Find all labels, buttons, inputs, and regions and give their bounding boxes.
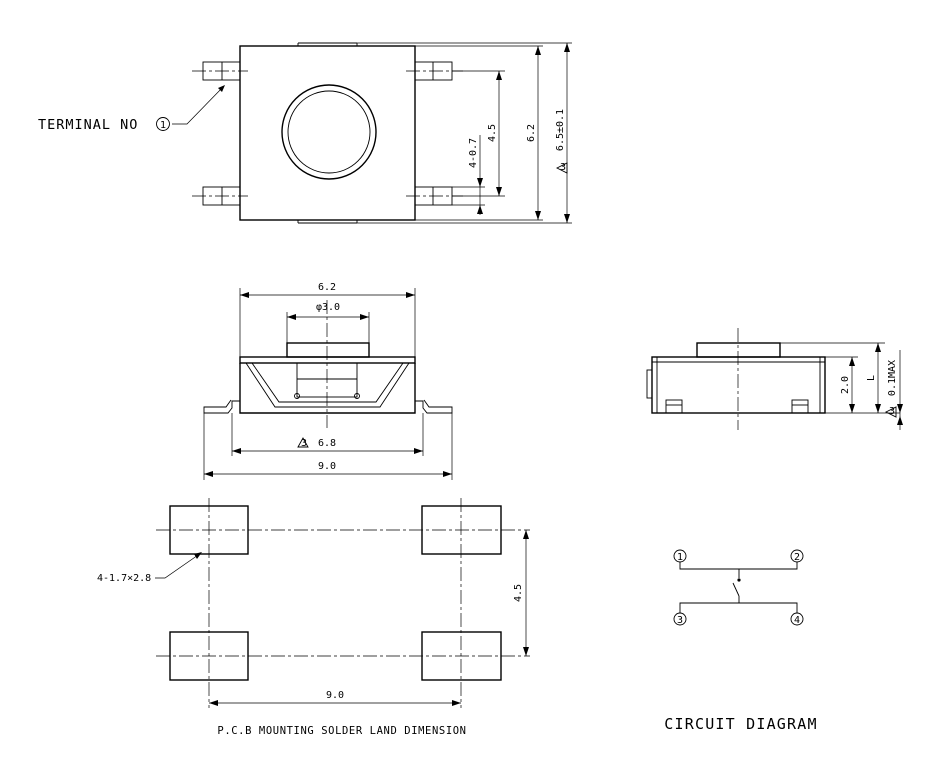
dim-line-pcb-vertical bbox=[523, 530, 529, 656]
circuit-diagram: 1 2 3 4 CIRCUIT DIAGRAM bbox=[664, 549, 817, 733]
dim-text-front-span: 6.8 bbox=[318, 438, 336, 449]
front-lead-left bbox=[203, 399, 240, 414]
dim-text-pcb-vertical: 4.5 bbox=[513, 584, 524, 602]
dim-text-front-overall: 9.0 bbox=[318, 461, 336, 472]
dim-line-pitch bbox=[496, 71, 502, 196]
front-housing bbox=[239, 363, 416, 414]
front-lead-right bbox=[415, 399, 453, 414]
front-view: 6.2 φ3.0 3 6.8 9.0 bbox=[203, 282, 453, 480]
dim-text-pitch: 4.5 bbox=[487, 124, 498, 142]
terminal-label: TERMINAL NO bbox=[38, 117, 138, 133]
svg-text:3: 3 bbox=[560, 162, 566, 173]
pcb-layout: 4.5 9.0 4-1.7×2.8 P.C.B MOUNTING SOLDER … bbox=[97, 498, 530, 737]
dim-text-pcb-horizontal: 9.0 bbox=[326, 690, 344, 701]
side-pad-left bbox=[665, 399, 683, 414]
svg-text:1: 1 bbox=[160, 120, 166, 131]
pin-1-label: 1 bbox=[677, 552, 683, 563]
tolerance-triangle-icon: 3 bbox=[555, 162, 568, 174]
dim-line-body bbox=[535, 46, 541, 220]
dim-line-overall bbox=[564, 43, 570, 223]
dim-line-side-flatness bbox=[897, 350, 903, 430]
dim-line-pcb-horizontal bbox=[209, 700, 461, 706]
dim-text-plunger: φ3.0 bbox=[316, 302, 340, 313]
side-plunger bbox=[696, 342, 781, 358]
dim-line-side-height bbox=[849, 357, 855, 413]
pad-leader-line bbox=[155, 552, 202, 579]
pcb-caption: P.C.B MOUNTING SOLDER LAND DIMENSION bbox=[217, 725, 466, 737]
switch-contact-icon bbox=[732, 582, 740, 597]
dim-line-front-overall bbox=[204, 471, 452, 477]
dim-line-terminal-width bbox=[477, 135, 483, 215]
dim-text-overall: 6.5±0.1 bbox=[555, 109, 566, 151]
top-plunger-inner bbox=[287, 90, 371, 174]
circuit-top-wire bbox=[679, 562, 798, 570]
dim-line-side-length bbox=[875, 343, 881, 413]
top-view: 4.5 4-0.7 6.2 3 6.5±0.1 TERMINAL NO bbox=[38, 42, 572, 224]
dim-line-front-span bbox=[232, 448, 423, 454]
dim-text-terminal-width: 4-0.7 bbox=[468, 138, 479, 168]
front-actuator bbox=[296, 362, 358, 398]
tolerance-triangle-icon: 3 bbox=[297, 437, 309, 449]
dim-line-front-width bbox=[240, 292, 415, 298]
terminal-leader-line bbox=[172, 85, 225, 125]
dim-text-side-height: 2.0 bbox=[840, 376, 851, 394]
terminal-pin-3 bbox=[192, 186, 248, 206]
tolerance-triangle-icon: 3 bbox=[884, 406, 897, 418]
top-plunger-outer bbox=[281, 84, 377, 180]
pad-size-label: 4-1.7×2.8 bbox=[97, 573, 151, 584]
svg-text:3: 3 bbox=[301, 438, 307, 449]
circuit-bottom-wire bbox=[679, 602, 798, 613]
side-pad-right bbox=[791, 399, 809, 414]
dim-text-side-length: L bbox=[866, 375, 877, 381]
pin-4-label: 4 bbox=[794, 615, 800, 626]
circuit-caption: CIRCUIT DIAGRAM bbox=[664, 715, 817, 733]
front-plunger bbox=[286, 342, 370, 358]
dim-line-plunger bbox=[287, 314, 369, 320]
dim-text-front-width: 6.2 bbox=[318, 282, 336, 293]
top-body-outline bbox=[239, 45, 416, 221]
dim-text-body: 6.2 bbox=[526, 124, 537, 142]
terminal-number-badge: 1 bbox=[156, 117, 170, 131]
side-view: 2.0 L 3 0.1MAX bbox=[646, 328, 903, 430]
svg-text:3: 3 bbox=[889, 406, 895, 417]
pin-2-label: 2 bbox=[794, 552, 800, 563]
dim-text-side-flatness: 0.1MAX bbox=[887, 360, 898, 396]
terminal-pin-1 bbox=[192, 61, 248, 81]
pin-3-label: 3 bbox=[677, 615, 683, 626]
